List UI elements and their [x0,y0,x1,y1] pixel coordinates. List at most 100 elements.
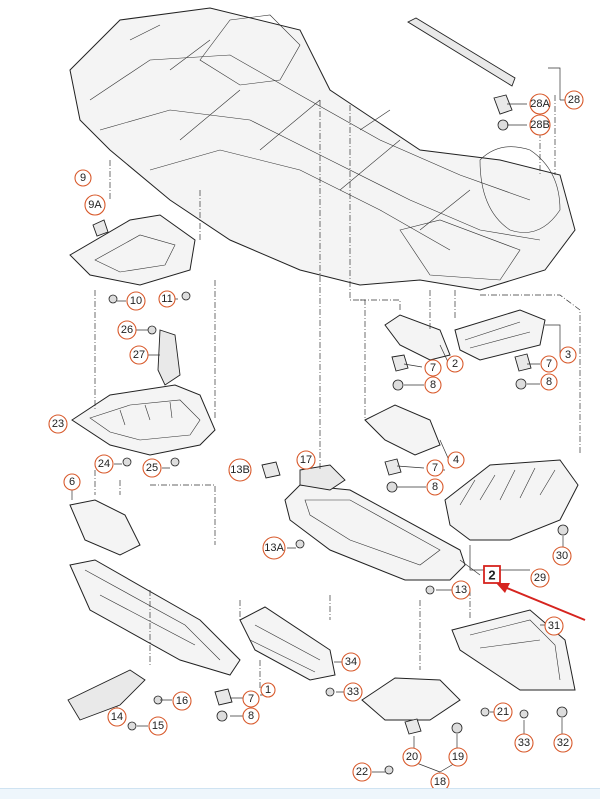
svg-text:15: 15 [152,720,164,732]
callout-7-upper[interactable]: 7 [424,359,442,377]
callout-16[interactable]: 16 [172,691,192,711]
callout-9a[interactable]: 9A [84,194,106,216]
svg-text:2: 2 [452,358,458,370]
svg-text:22: 22 [356,766,368,778]
svg-text:4: 4 [453,454,459,466]
callout-10[interactable]: 10 [126,291,146,311]
svg-text:7: 7 [546,358,552,370]
callout-7-bottom[interactable]: 7 [242,690,260,708]
svg-text:16: 16 [176,695,188,707]
callout-4[interactable]: 4 [447,451,465,469]
svg-text:21: 21 [497,706,509,718]
part-6-sill-shield [69,490,241,676]
part-2-heat-shield-upper [384,314,451,391]
callout-23[interactable]: 23 [48,414,68,434]
svg-text:3: 3 [565,349,571,361]
callout-13a[interactable]: 13A [262,536,286,560]
svg-text:28: 28 [568,94,580,106]
svg-text:31: 31 [548,620,560,632]
callout-27[interactable]: 27 [129,345,149,365]
callout-8-upper[interactable]: 8 [424,376,442,394]
svg-text:8: 8 [432,481,438,493]
callout-14[interactable]: 14 [107,707,127,727]
svg-text:33: 33 [518,737,530,749]
callout-2-upper[interactable]: 2 [446,355,464,373]
part-23-engine-cover [71,384,216,469]
part-1-underbody-shield [214,606,344,722]
svg-text:34: 34 [345,656,357,668]
callout-21[interactable]: 21 [493,702,513,722]
svg-text:9: 9 [80,172,86,184]
callout-13[interactable]: 13 [451,580,471,600]
callout-31[interactable]: 31 [544,616,564,636]
callout-33-right[interactable]: 33 [514,733,534,753]
callout-30[interactable]: 30 [552,546,572,566]
svg-text:11: 11 [161,293,172,305]
callout-26[interactable]: 26 [117,320,137,340]
svg-text:6: 6 [69,476,75,488]
svg-text:30: 30 [556,550,568,562]
svg-text:1: 1 [265,684,271,696]
svg-text:7: 7 [430,362,436,374]
callout-13b[interactable]: 13B [228,458,252,482]
callout-20[interactable]: 20 [402,747,422,767]
part-28-rail [407,17,568,131]
part-3-heat-shield [454,309,561,390]
callout-18[interactable]: 18 [430,772,450,792]
callout-8-right[interactable]: 8 [540,373,558,391]
vehicle-underbody [69,7,576,291]
svg-text:24: 24 [98,458,110,470]
svg-text:14: 14 [111,711,123,723]
part-27-bracket [136,325,181,386]
callout-28a[interactable]: 28A [529,93,551,115]
callout-34[interactable]: 34 [341,652,361,672]
svg-text:9A: 9A [88,199,102,211]
part-31-rear-shield [451,609,576,734]
callout-28b[interactable]: 28B [529,114,551,136]
svg-text:29: 29 [534,572,546,584]
svg-text:13B: 13B [230,464,250,476]
svg-text:13: 13 [455,584,467,596]
part-4-heat-shield [364,404,449,493]
callout-29[interactable]: 29 [530,568,550,588]
callout-3[interactable]: 3 [559,346,577,364]
callout-6[interactable]: 6 [63,473,81,491]
callout-24[interactable]: 24 [94,454,114,474]
svg-text:8: 8 [546,376,552,388]
svg-text:17: 17 [300,454,312,466]
callout-33-left[interactable]: 33 [343,682,363,702]
svg-text:25: 25 [146,462,158,474]
callout-8-mid[interactable]: 8 [426,478,444,496]
part-29-heat-shield [444,459,579,571]
callout-8-bottom[interactable]: 8 [242,707,260,725]
svg-text:10: 10 [130,295,142,307]
svg-text:18: 18 [434,776,446,788]
svg-text:32: 32 [557,737,569,749]
svg-text:8: 8 [248,710,254,722]
callout-7-mid[interactable]: 7 [426,459,444,477]
callout-32[interactable]: 32 [553,733,573,753]
callout-19[interactable]: 19 [448,747,468,767]
callout-11[interactable]: 11 [158,290,176,308]
callout-25[interactable]: 25 [142,458,162,478]
callout-22[interactable]: 22 [352,762,372,782]
callout-17[interactable]: 17 [296,450,316,470]
svg-text:2: 2 [488,568,495,583]
highlight-arrow [496,583,586,621]
callout-15[interactable]: 15 [148,716,168,736]
callout-1[interactable]: 1 [260,682,276,698]
part-2-tunnel-shield [261,461,481,595]
svg-text:27: 27 [133,349,145,361]
callout-9[interactable]: 9 [74,169,92,187]
svg-text:8: 8 [430,379,436,391]
svg-text:28A: 28A [530,98,550,110]
callout-2-highlighted[interactable]: 2 [483,565,501,584]
callout-7-right[interactable]: 7 [540,355,558,373]
part-14-bracket [67,669,172,731]
svg-text:7: 7 [248,693,254,705]
svg-text:28B: 28B [530,119,550,131]
callout-28[interactable]: 28 [564,90,584,110]
svg-text:13A: 13A [264,542,284,554]
